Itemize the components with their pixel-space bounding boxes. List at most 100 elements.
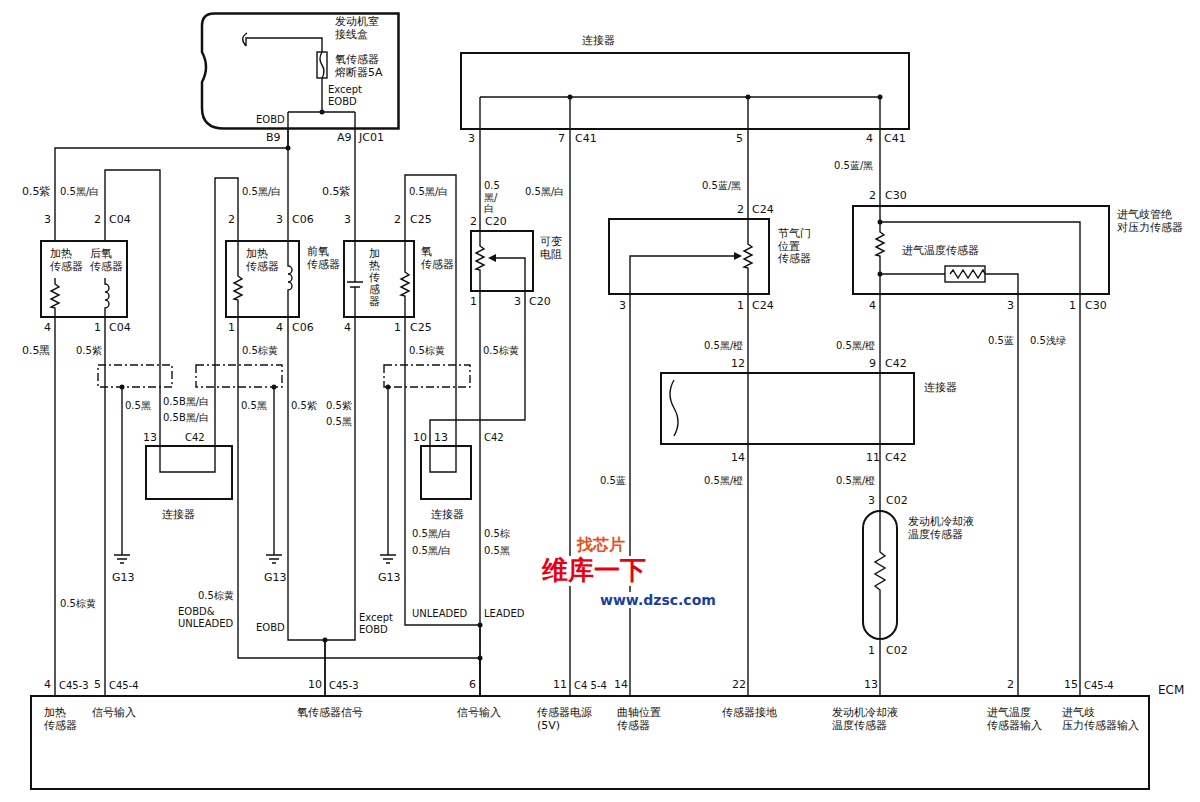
node-text: 前氧 传感器 <box>307 246 340 271</box>
wire-label: 3 <box>1007 300 1014 313</box>
wire-label: 10 <box>413 432 427 445</box>
wire-label: C04 <box>109 214 131 227</box>
connector-box: 连接器 <box>660 372 915 445</box>
wire <box>879 130 880 205</box>
node-text: 连接器 <box>924 382 957 395</box>
wire <box>325 318 355 695</box>
wire-label: 0.5黑 <box>241 400 267 412</box>
wire-label: 3 <box>868 495 875 508</box>
node-text: 信号输入 <box>92 707 136 720</box>
wire-label: 4 <box>276 322 283 335</box>
box-outline-path <box>202 14 399 129</box>
node-text: 后氧 传感器 <box>90 248 123 273</box>
wire-label: 1 <box>737 300 744 313</box>
wire-label: C25 <box>410 322 432 335</box>
node-text: 发动机冷却液 温度传感器 <box>908 516 974 541</box>
wire-label: A9 <box>337 132 352 145</box>
sensor-box: 进气歧管绝 对压力传感器进气温度传感器 <box>852 205 1110 295</box>
watermark: 维库一下 <box>540 556 648 586</box>
wire-label: 11 <box>866 452 880 465</box>
wire-label: 3 <box>619 300 626 313</box>
connector-box: 连接器 <box>460 52 910 130</box>
wire-label: 2 <box>394 214 401 227</box>
node-text: 传感器接地 <box>722 707 777 720</box>
node-text: 可变 电阻 <box>540 236 562 261</box>
wire-label: 1 <box>470 296 477 309</box>
ecm-box: ECM加热 传感器信号输入氧传感器信号信号输入传感器电源 (5V)曲轴位置 传感… <box>30 695 1150 790</box>
wire-label: 4 <box>44 679 51 692</box>
wire-label: C45-4 <box>1084 680 1114 692</box>
wire-label: 3 <box>276 214 283 227</box>
wire-label: C04 <box>109 322 131 335</box>
node-text: 氧 传感器 <box>421 246 454 271</box>
wire-label: 0.5紫 <box>291 400 317 412</box>
wire-label: 0.5 黑/白 <box>484 180 500 215</box>
wire-label: 4 <box>866 133 873 146</box>
connector-box: 连接器 <box>420 445 472 500</box>
wire-label: 13 <box>864 679 878 692</box>
wire-label: G13 <box>264 572 287 585</box>
wire <box>54 318 55 695</box>
wire-label: 0.5黑/橙 <box>704 475 743 487</box>
wire-label: 0.5黑/白 <box>525 186 564 198</box>
node-text: 进气温度传感器 <box>902 245 979 258</box>
wire-label: 6 <box>469 679 476 692</box>
wire-label: B9 <box>266 132 281 145</box>
wire-label: 0.5黑 <box>125 400 151 412</box>
wire-label: C24 <box>752 204 774 217</box>
sensor-box: 节气门 位置 传感器 <box>608 218 770 295</box>
wire-label: 0.5黑/白 <box>412 528 451 540</box>
wire <box>569 130 570 695</box>
wire <box>747 130 748 218</box>
wire-label: 0.5黑 <box>22 345 51 358</box>
wire <box>287 130 288 240</box>
wire-label: 0.5黑/白 <box>412 545 451 557</box>
wire-label: 0.5蓝 <box>988 335 1014 347</box>
sensor-box: 加热传感器氧 传感器 <box>343 240 415 318</box>
node-text: 加热 传感器 <box>246 248 279 273</box>
wire <box>430 292 525 445</box>
node-text: 进气歧 压力传感器输入 <box>1062 707 1139 732</box>
wire <box>479 292 480 695</box>
wire-label: 0.5棕黄 <box>483 345 519 357</box>
wire-label: 14 <box>614 679 628 692</box>
wire-label: 0.5棕黄 <box>409 345 445 357</box>
wire-label: C42 <box>885 358 907 371</box>
resistor-box: 可变 电阻 <box>470 230 534 292</box>
wire-label: G13 <box>378 572 401 585</box>
wire-label: 9 <box>869 358 876 371</box>
connector-box: 连接器 <box>145 445 233 500</box>
wire-label: C41 <box>884 133 906 146</box>
wire-label: C06 <box>292 214 314 227</box>
wire-label: 22 <box>732 679 746 692</box>
wire-label: C24 <box>752 300 774 313</box>
sensor-capsule: 发动机冷却液 温度传感器 <box>862 510 898 640</box>
wire-label: Except EOBD <box>328 84 362 107</box>
wire-label: 0.5棕黄 <box>60 598 96 610</box>
wire-label: 13 <box>434 432 448 445</box>
sensor-box: 加热 传感器后氧 传感器 <box>40 240 128 318</box>
wire <box>479 130 480 230</box>
wire-label: EOBD <box>256 114 285 126</box>
node-text: 发动机室 接线盒 <box>335 16 379 41</box>
wire <box>879 640 880 695</box>
wire <box>1079 295 1080 695</box>
wire-label: C41 <box>575 133 597 146</box>
wire-label: C42 <box>185 432 205 444</box>
wire-label: 3 <box>44 214 51 227</box>
wire-label: 0.5紫 <box>326 400 352 412</box>
wire <box>1017 295 1018 695</box>
wire-label: C30 <box>885 190 907 203</box>
wire-label: 2 <box>228 214 235 227</box>
wire <box>405 318 480 695</box>
node-text: ECM <box>1158 684 1184 698</box>
wire-label: 4 <box>344 322 351 335</box>
wire-label: 0.5黑/橙 <box>704 340 743 352</box>
wire-label: 2 <box>869 190 876 203</box>
wire-label: 0.5黑/白 <box>60 186 99 198</box>
node-text: 曲轴位置 传感器 <box>617 707 661 732</box>
wire-label: C20 <box>529 296 551 309</box>
wire-label: 13 <box>143 432 157 445</box>
wire-label: 2 <box>470 216 477 229</box>
wire-label: 0.5棕黄 <box>242 345 278 357</box>
